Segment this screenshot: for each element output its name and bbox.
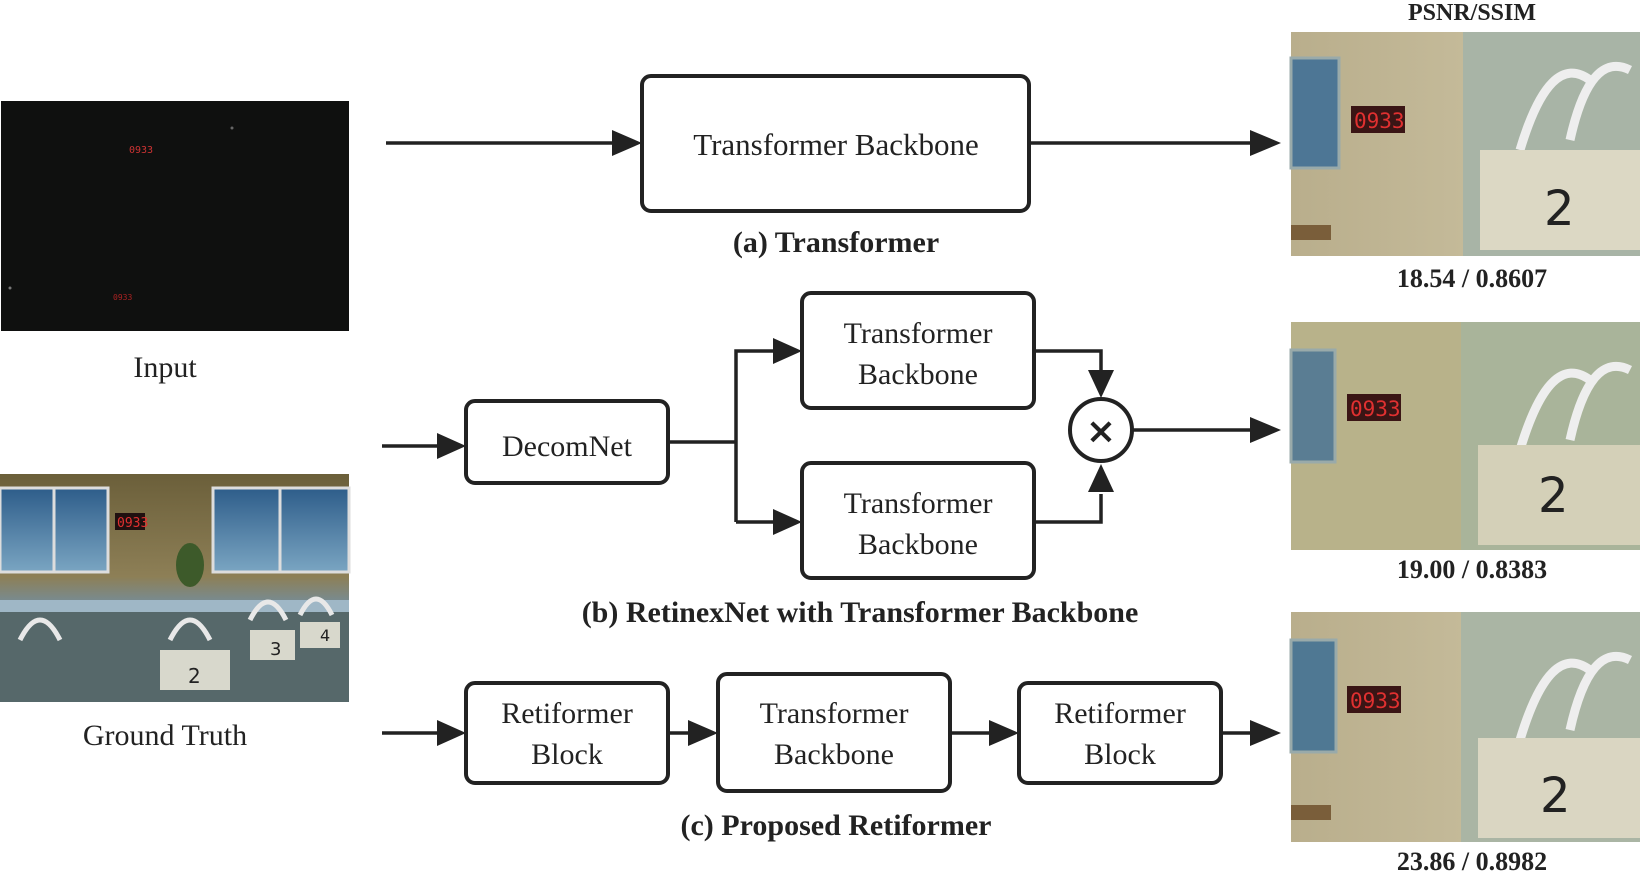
b-top-box-line1: Transformer xyxy=(844,317,993,350)
gt-clock-text: 0933 xyxy=(117,516,148,531)
result-a-clock-text: 0933 xyxy=(1354,109,1405,133)
result-c-clock-text: 0933 xyxy=(1350,689,1401,713)
input-label: Input xyxy=(133,351,197,384)
result-b-lane-2-text: 2 xyxy=(1538,468,1569,524)
result-a-lane-2-text: 2 xyxy=(1544,181,1575,237)
b-bottom-branch-arrowhead xyxy=(773,509,802,535)
result-c-score: 23.86 / 0.8982 xyxy=(1397,847,1547,872)
ground-truth-image: 0933 2 3 4 xyxy=(0,474,351,702)
b-top-to-multiply-arrowhead xyxy=(1088,370,1114,398)
a-input-arrowhead xyxy=(612,130,642,156)
b-output-arrowhead xyxy=(1250,417,1281,443)
c-input-arrowhead xyxy=(437,720,466,746)
result-a-score: 18.54 / 0.8607 xyxy=(1397,264,1547,293)
c-block2-line1: Transformer xyxy=(760,697,909,730)
c-block1-line1: Retiformer xyxy=(501,697,633,730)
c-caption: (c) Proposed Retiformer xyxy=(681,809,992,842)
result-c-lane-2-text: 2 xyxy=(1540,768,1571,824)
result-image-c: 0933 2 xyxy=(1289,612,1640,842)
a-output-arrowhead xyxy=(1250,130,1281,156)
b-bottom-to-multiply-line xyxy=(1034,494,1103,524)
b-bottom-box-line2: Backbone xyxy=(858,528,978,561)
c-transformer-backbone-box xyxy=(716,672,952,793)
input-clock-text: 0933 xyxy=(129,145,153,156)
multiply-icon: × xyxy=(1086,411,1116,452)
c-arrowhead-2 xyxy=(989,720,1019,746)
c-block2-line2: Backbone xyxy=(774,738,894,771)
lane-3-text: 3 xyxy=(270,639,281,660)
input-clock-reflection: 0933 xyxy=(113,293,132,302)
psnr-ssim-header: PSNR/SSIM xyxy=(1408,0,1536,26)
result-image-b: 0933 2 xyxy=(1289,322,1640,550)
c-block3-line2: Block xyxy=(1084,738,1156,771)
c-block3-line1: Retiformer xyxy=(1054,697,1186,730)
lane-2-text: 2 xyxy=(188,664,201,688)
b-caption: (b) RetinexNet with Transformer Backbone xyxy=(582,596,1139,629)
b-bottom-to-multiply-arrowhead xyxy=(1088,464,1114,492)
lane-4-text: 4 xyxy=(320,626,330,645)
input-image: 0933 0933 xyxy=(1,101,349,331)
b-input-arrowhead xyxy=(437,433,466,459)
ground-truth-label: Ground Truth xyxy=(83,719,247,752)
result-b-score: 19.00 / 0.8383 xyxy=(1397,555,1547,584)
a-caption: (a) Transformer xyxy=(733,226,939,259)
c-output-arrowhead xyxy=(1250,720,1281,746)
c-arrowhead-1 xyxy=(688,720,718,746)
panel-a: Transformer Backbone (a) Transformer xyxy=(386,74,1281,259)
b-bottom-box-line1: Transformer xyxy=(844,487,993,520)
result-b-clock-text: 0933 xyxy=(1350,397,1401,421)
b-decomnet-label: DecomNet xyxy=(502,430,633,463)
b-top-to-multiply-line xyxy=(1034,349,1103,372)
panel-b: DecomNet Transformer Backbone Transforme… xyxy=(382,291,1281,629)
result-image-a: 0933 2 xyxy=(1289,32,1640,256)
panel-c: Retiformer Block Transformer Backbone Re… xyxy=(382,672,1281,842)
a-transformer-backbone-label: Transformer Backbone xyxy=(693,127,979,162)
b-branch-line xyxy=(734,349,776,522)
b-top-box-line2: Backbone xyxy=(858,358,978,391)
b-top-branch-arrowhead xyxy=(773,338,802,364)
c-block1-line2: Block xyxy=(531,738,603,771)
